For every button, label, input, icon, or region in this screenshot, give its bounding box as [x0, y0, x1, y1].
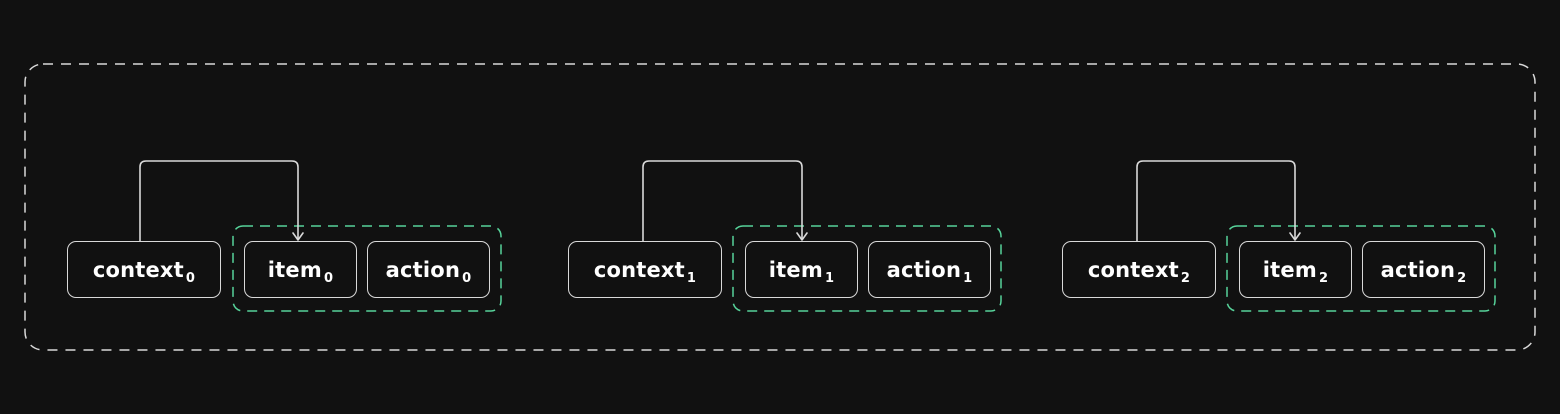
action-subscript-1: 1 — [963, 271, 973, 286]
outer-container — [24, 63, 1536, 351]
action-label-2: action — [1380, 257, 1456, 282]
item-label-0: item — [267, 257, 322, 282]
context-subscript-1: 1 — [686, 271, 697, 286]
context-label-2: context — [1087, 257, 1179, 282]
arrow-context-to-item-1 — [642, 160, 808, 241]
arrow-context-to-item-0 — [139, 160, 304, 241]
item-subscript-2: 2 — [1318, 271, 1329, 286]
item-label-2: item — [1262, 257, 1317, 282]
group-box-0 — [232, 225, 502, 312]
item-subscript-0: 0 — [323, 271, 334, 286]
context-label-0: context — [92, 257, 184, 282]
action-label-0: action — [385, 257, 461, 282]
action-label-1: action — [886, 257, 962, 282]
action-subscript-2: 2 — [1457, 271, 1467, 286]
context-subscript-2: 2 — [1180, 271, 1191, 286]
context-subscript-0: 0 — [185, 271, 196, 286]
item-subscript-1: 1 — [824, 271, 835, 286]
arrow-context-to-item-2 — [1136, 160, 1301, 241]
group-box-1 — [732, 225, 1002, 312]
context-label-1: context — [593, 257, 685, 282]
action-subscript-0: 0 — [462, 271, 472, 286]
group-box-2 — [1226, 225, 1496, 312]
item-label-1: item — [768, 257, 823, 282]
